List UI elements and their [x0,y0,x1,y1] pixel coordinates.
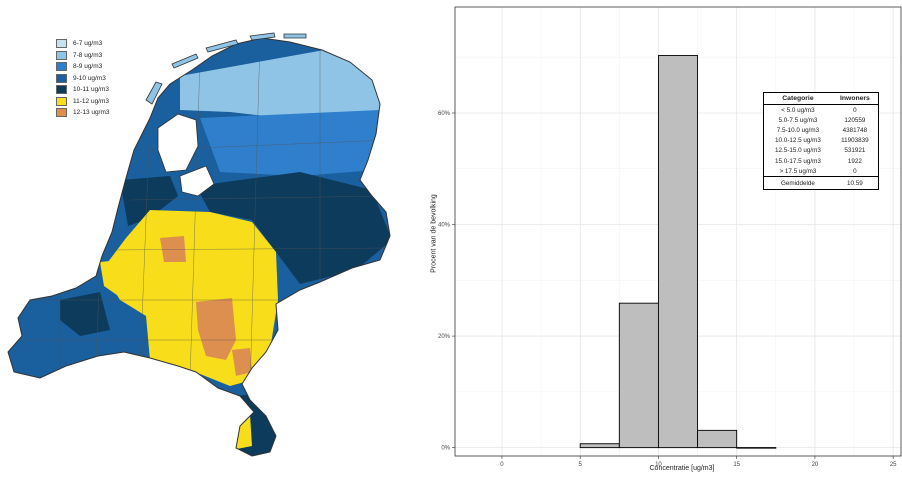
legend-item: 8-9 ug/m3 [56,61,110,73]
x-tick-label: 25 [890,462,897,468]
table-row: 5.0-7.5 ug/m3 120559 [764,115,879,125]
table-row: 7.5-10.0 ug/m3 4381748 [764,125,879,135]
x-tick-label: 20 [812,462,819,468]
table-cell: 5.0-7.5 ug/m3 [778,116,818,124]
histogram-bar [657,55,699,449]
histogram-bar [697,429,738,449]
legend-item: 11-12 ug/m3 [56,96,110,108]
population-table: Categorie Inwoners < 5.0 ug/m3 0 5.0-7.5… [763,92,879,191]
legend-item: 12-13 ug/m3 [56,107,110,119]
island-terschelling [205,39,239,53]
legend-label: 10-11 ug/m3 [73,86,110,94]
table-cell: 11903839 [841,137,869,145]
legend-swatch [56,62,67,72]
table-cell: 10.59 [831,176,879,190]
island-schiermonnikoog [283,33,307,39]
histogram-bar [618,302,659,449]
legend-swatch [56,108,67,118]
table-cell: 12.5-15.0 ug/m3 [775,147,821,155]
island-ameland [249,32,276,41]
country-outline [7,37,391,457]
table-cell: 7.5-10.0 ug/m3 [776,126,820,134]
map-panel: 6-7 ug/m3 7-8 ug/m3 8-9 ug/m3 9-10 ug/m3… [0,0,420,478]
table-cell: > 17.5 ug/m3 [779,167,817,175]
table-header: Categorie [763,92,832,105]
legend-item: 9-10 ug/m3 [56,73,110,85]
table-cell: 10.0-12.5 ug/m3 [775,137,821,145]
y-axis-label: Procent van de bevolking [430,194,438,273]
legend-label: 11-12 ug/m3 [73,97,110,105]
table-cell: 0 [853,167,857,175]
histogram-bar [579,443,620,449]
table-cell: 1922 [847,157,862,165]
histogram-bar [736,447,777,449]
legend-item: 6-7 ug/m3 [56,38,110,50]
netherlands-map [7,32,391,457]
table-cell: < 5.0 ug/m3 [781,106,815,114]
legend-swatch [56,50,67,60]
legend-swatch [56,73,67,83]
island-texel [145,81,163,105]
wadden-islands [145,32,307,105]
plot-border [454,6,902,457]
y-tick-label: 40% [438,223,451,229]
table-row: > 17.5 ug/m3 0 [764,166,879,177]
island-vlieland [171,53,199,69]
legend-label: 8-9 ug/m3 [73,63,103,71]
table-cell: 15.0-17.5 ug/m3 [775,157,821,165]
markermeer-water [179,165,215,197]
legend-swatch [56,39,67,49]
x-tick-label: 5 [579,462,583,468]
table-row: 12.5-15.0 ug/m3 531921 [764,146,879,156]
ijsselmeer-water [157,113,199,173]
legend-swatch [56,96,67,106]
table-row: 10.0-12.5 ug/m3 11903839 [764,136,879,146]
table-cell: 531921 [844,147,866,155]
table-header-row: Categorie Inwoners [763,92,879,105]
table-row: 15.0-17.5 ug/m3 1922 [764,156,879,166]
map-legend: 6-7 ug/m3 7-8 ug/m3 8-9 ug/m3 9-10 ug/m3… [56,38,110,119]
x-axis-label: Concentratie [ug/m3] [649,465,715,472]
legend-swatch [56,85,67,95]
table-cell: Gemiddelde [763,176,832,190]
x-tick-label: 0 [500,462,504,468]
y-tick-label: 60% [438,111,451,117]
legend-item: 7-8 ug/m3 [56,50,110,62]
table-footer-row: Gemiddelde 10.59 [763,176,879,190]
table-cell: 4381748 [842,126,868,134]
legend-label: 9-10 ug/m3 [73,74,106,82]
table-cell: 0 [853,106,857,114]
legend-label: 12-13 ug/m3 [73,109,110,117]
table-header: Inwoners [831,92,879,105]
legend-label: 7-8 ug/m3 [73,51,103,59]
table-cell: 120559 [844,116,866,124]
legend-label: 6-7 ug/m3 [73,40,103,48]
x-tick-label: 10 [655,462,662,468]
histogram-panel: 0 5 10 15 20 25 0% 20% 40% 60% Procent van de bev… [420,0,902,478]
y-tick-label: 20% [438,334,451,340]
x-tick-label: 15 [733,462,740,468]
table-row: < 5.0 ug/m3 0 [764,105,879,116]
legend-item: 10-11 ug/m3 [56,84,110,96]
y-tick-label: 0% [441,446,450,452]
histogram-chart: 0 5 10 15 20 25 0% 20% 40% 60% [438,6,902,468]
